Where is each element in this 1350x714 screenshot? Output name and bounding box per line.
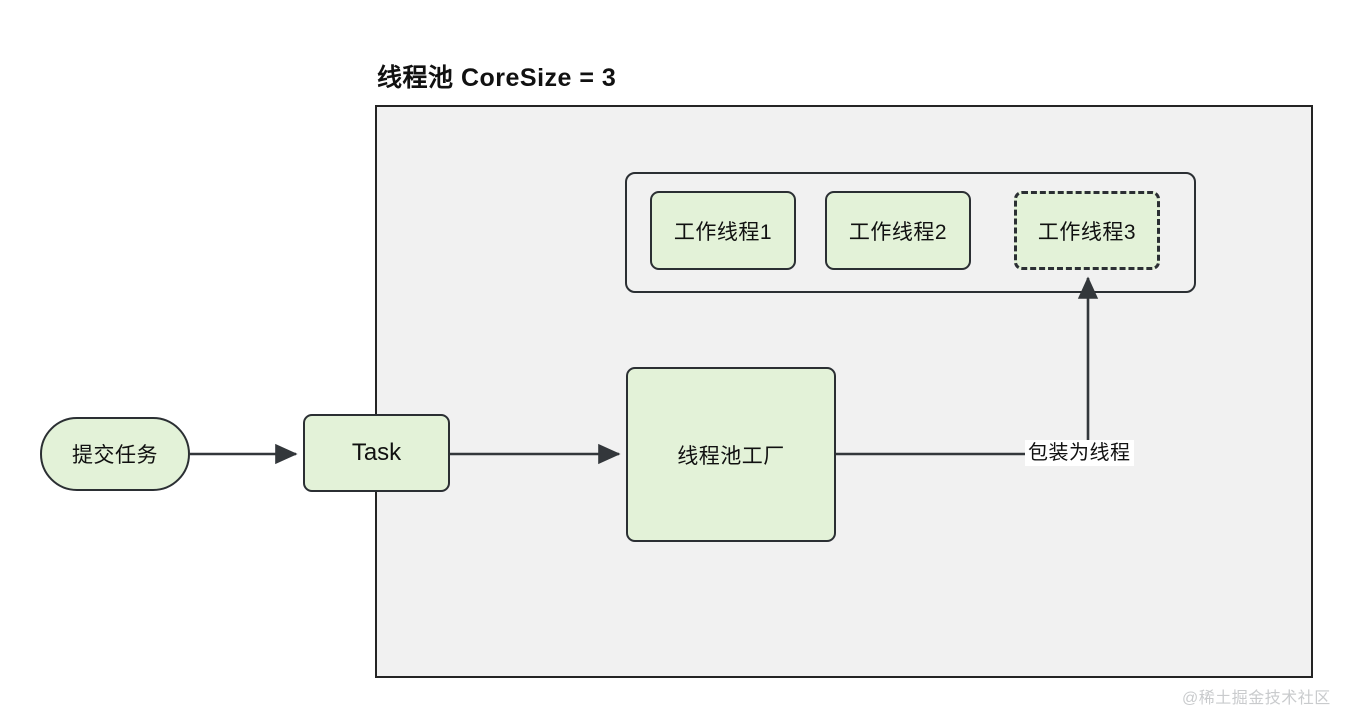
worker-thread-3-node[interactable]: 工作线程3	[1014, 191, 1160, 270]
submit-task-node[interactable]: 提交任务	[40, 417, 190, 491]
watermark: @稀土掘金技术社区	[1182, 690, 1331, 707]
worker-thread-2-node[interactable]: 工作线程2	[825, 191, 971, 270]
thread-pool-factory-node[interactable]: 线程池工厂	[626, 367, 836, 542]
pool-title: 线程池 CoreSize = 3	[377, 64, 617, 92]
worker-thread-1-node[interactable]: 工作线程1	[650, 191, 796, 270]
edge-label-wrap-as-thread: 包装为线程	[1025, 440, 1134, 466]
task-node[interactable]: Task	[303, 414, 450, 492]
